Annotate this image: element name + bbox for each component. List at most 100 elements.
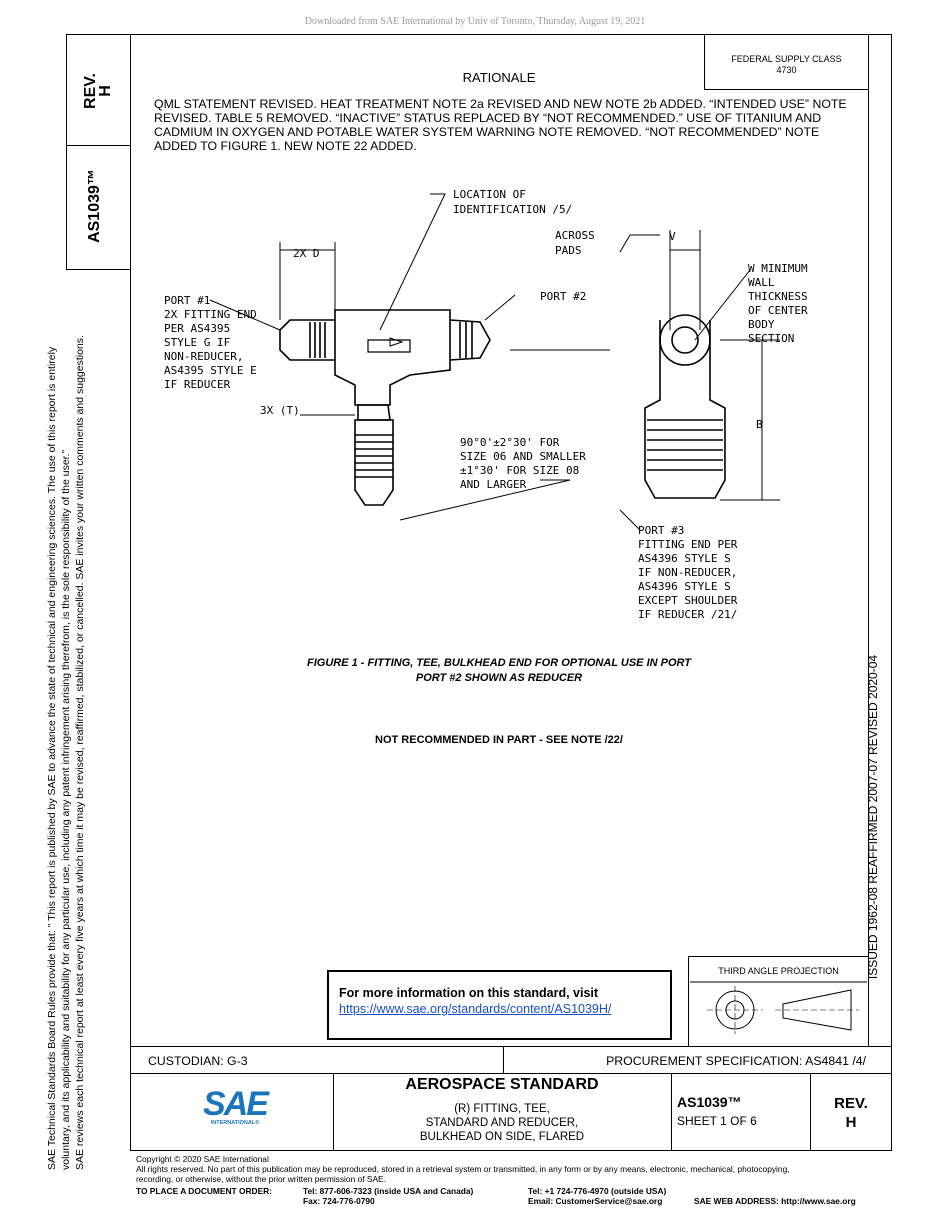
- title-block-divider: [671, 1073, 672, 1151]
- loc-id-line-2: IDENTIFICATION /5/: [453, 203, 572, 216]
- wall-line: WALL: [748, 276, 775, 289]
- title-block-right-line: [891, 1046, 892, 1151]
- title-block-divider: [333, 1073, 334, 1151]
- sheet-number: SHEET 1 OF 6: [677, 1114, 757, 1128]
- figure-caption: FIGURE 1 - FITTING, TEE, BULKHEAD END FO…: [130, 656, 868, 686]
- rights-line-1: All rights reserved. No part of this pub…: [136, 1164, 790, 1174]
- side-standard-box: [66, 146, 130, 270]
- sae-logo: SAE INTERNATIONAL®: [200, 1085, 270, 1126]
- port3-line: PORT #3: [638, 524, 684, 537]
- figure-caption-line-1: FIGURE 1 - FITTING, TEE, BULKHEAD END FO…: [306, 657, 691, 669]
- disclaimer: SAE Technical Standards Board Rules prov…: [45, 290, 105, 1170]
- wall-line: OF CENTER: [748, 304, 808, 317]
- title-block-bottom-line: [130, 1150, 892, 1151]
- custodian: CUSTODIAN: G-3: [148, 1054, 248, 1068]
- info-box: For more information on this standard, v…: [327, 970, 672, 1040]
- disclaimer-line-2: voluntary, and its applicability and sui…: [60, 449, 72, 1170]
- port3-line: FITTING END PER: [638, 538, 738, 551]
- federal-supply-label: FEDERAL SUPPLY CLASS: [731, 54, 842, 64]
- footer-order-info: TO PLACE A DOCUMENT ORDER: Tel: 877-606-…: [136, 1186, 896, 1208]
- wall-line: SECTION: [748, 332, 794, 345]
- wall-label: W MINIMUM WALL THICKNESS OF CENTER BODY …: [748, 262, 808, 345]
- fitting-drawing: LOCATION OF IDENTIFICATION /5/ 2X D ACRO…: [164, 188, 808, 621]
- wall-line: BODY: [748, 318, 775, 331]
- angle-line: ±1°30' FOR SIZE 08: [460, 464, 579, 477]
- port1-line: AS4395 STYLE E: [164, 364, 257, 377]
- revision-block: REV. H: [810, 1094, 892, 1132]
- title-block-left-line: [130, 1046, 131, 1151]
- side-rev-box: [66, 34, 130, 146]
- procurement-spec: PROCUREMENT SPECIFICATION: AS4841 /4/: [606, 1054, 866, 1068]
- angle-label: 90°0'±2°30' FOR SIZE 06 AND SMALLER ±1°3…: [460, 436, 586, 491]
- side-standard: AS1039™: [86, 169, 103, 243]
- title-block-divider: [810, 1073, 811, 1151]
- figure-caption-line-2: PORT #2 SHOWN AS REDUCER: [415, 672, 583, 684]
- wall-line: THICKNESS: [748, 290, 808, 303]
- two-x-d-label: 2X D: [293, 247, 320, 260]
- phone-intl: Tel: +1 724-776-4970 (outside USA): [528, 1186, 667, 1196]
- fax-number: Fax: 724-776-0790: [303, 1196, 375, 1206]
- title-block-top-line: [130, 1046, 892, 1047]
- standard-link[interactable]: https://www.sae.org/standards/content/AS…: [339, 1002, 612, 1016]
- footer-copyright: Copyright © 2020 SAE International All r…: [136, 1154, 896, 1184]
- revision-label: REV.: [834, 1095, 868, 1112]
- port3-label: PORT #3 FITTING END PER AS4396 STYLE S I…: [638, 524, 738, 621]
- angle-line: 90°0'±2°30' FOR: [460, 436, 560, 449]
- across-pads-1: ACROSS: [555, 229, 595, 242]
- web-address[interactable]: SAE WEB ADDRESS: http://www.sae.org: [694, 1196, 856, 1206]
- order-label: TO PLACE A DOCUMENT ORDER:: [136, 1186, 273, 1196]
- rationale-text: QML STATEMENT REVISED. HEAT TREATMENT NO…: [154, 97, 847, 153]
- port1-line: PORT #1: [164, 294, 210, 307]
- side-rev-value: H: [97, 85, 114, 97]
- port3-line: AS4396 STYLE S: [638, 580, 731, 593]
- dimension-lines: [209, 193, 780, 531]
- port1-line: STYLE G IF: [164, 336, 230, 349]
- angle-line: SIZE 06 AND SMALLER: [460, 450, 586, 463]
- three-x-t-label: 3X (T): [260, 404, 300, 417]
- disclaimer-line-1: SAE Technical Standards Board Rules prov…: [46, 346, 58, 1170]
- not-recommended-note: NOT RECOMMENDED IN PART - SEE NOTE /22/: [375, 734, 623, 746]
- port1-line: PER AS4395: [164, 322, 230, 335]
- sae-logo-sub: INTERNATIONAL®: [210, 1120, 260, 1126]
- port1-label: PORT #1 2X FITTING END PER AS4395 STYLE …: [164, 294, 257, 391]
- federal-supply-value: 4730: [776, 65, 797, 75]
- download-note: Downloaded from SAE International by Uni…: [304, 16, 646, 27]
- port1-line: IF REDUCER: [164, 378, 231, 391]
- drawing-labels: LOCATION OF IDENTIFICATION /5/ 2X D ACRO…: [164, 188, 808, 621]
- document-number: AS1039™: [677, 1094, 742, 1110]
- rights-line-2: recording, or otherwise, without the pri…: [136, 1174, 386, 1184]
- tee-side-view: [644, 314, 726, 499]
- aerospace-standard-heading: AEROSPACE STANDARD: [405, 1076, 599, 1093]
- projection-label: THIRD ANGLE PROJECTION: [718, 966, 839, 976]
- revision-value: H: [845, 1114, 857, 1131]
- projection-symbol-icon: [690, 981, 867, 1034]
- title-block-mid-line: [130, 1073, 892, 1074]
- phone-usa: Tel: 877-606-7323 (inside USA and Canada…: [303, 1186, 474, 1196]
- history-column-line: [868, 34, 869, 1046]
- angle-line: AND LARGER: [460, 478, 527, 491]
- projection-box: THIRD ANGLE PROJECTION: [688, 956, 868, 1046]
- b-label: B: [756, 418, 763, 431]
- title-line-3: BULKHEAD ON SIDE, FLARED: [419, 1131, 585, 1143]
- rationale-title: RATIONALE: [462, 70, 536, 85]
- port1-line: 2X FITTING END: [164, 308, 257, 321]
- email-address[interactable]: Email: CustomerService@sae.org: [528, 1196, 663, 1206]
- port3-line: IF REDUCER /21/: [638, 608, 737, 621]
- history-dates: ISSUED 1962-08 REAFFIRMED 2007-07 REVISE…: [866, 654, 880, 980]
- title-line-1: (R) FITTING, TEE,: [454, 1103, 550, 1115]
- loc-id-line-1: LOCATION OF: [453, 188, 526, 201]
- title-line-2: STANDARD AND REDUCER,: [425, 1117, 579, 1129]
- port2-label: PORT #2: [540, 290, 586, 303]
- copyright-line: Copyright © 2020 SAE International: [136, 1154, 269, 1164]
- sae-logo-text: SAE: [203, 1085, 269, 1123]
- info-heading: For more information on this standard, v…: [339, 986, 599, 1000]
- federal-supply-class: FEDERAL SUPPLY CLASS 4730: [704, 34, 868, 90]
- disclaimer-line-3: SAE reviews each technical report at lea…: [74, 335, 86, 1170]
- port3-line: AS4396 STYLE S: [638, 552, 731, 565]
- document-title: (R) FITTING, TEE, STANDARD AND REDUCER, …: [333, 1102, 671, 1144]
- port3-line: IF NON-REDUCER,: [638, 566, 737, 579]
- v-label: V: [669, 230, 676, 243]
- wall-line: W MINIMUM: [748, 262, 808, 275]
- port1-line: NON-REDUCER,: [164, 350, 243, 363]
- across-pads-2: PADS: [555, 244, 582, 257]
